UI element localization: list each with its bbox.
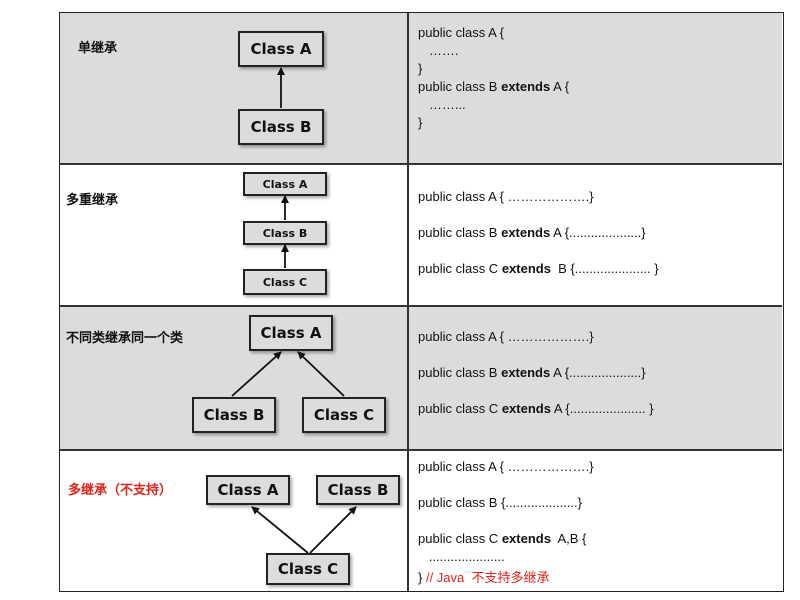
code-line: ……. bbox=[418, 43, 459, 58]
extends-keyword: extends bbox=[501, 225, 551, 240]
class-box: Class A bbox=[238, 31, 324, 67]
code-line: public class A { ……………….} bbox=[418, 459, 594, 474]
code-line: public class B {....................} bbox=[418, 495, 583, 510]
row-code-cell: public class A { ……………….} public class B… bbox=[408, 165, 782, 305]
class-box: Class B bbox=[243, 221, 327, 245]
row-divider bbox=[60, 305, 782, 307]
row-hierarchical-inheritance: 不同类继承同一个类 Class A Class B Class C public… bbox=[60, 307, 782, 449]
extends-keyword: extends bbox=[501, 261, 551, 276]
inheritance-table: 单继承 Class A Class B public class A { …….… bbox=[59, 12, 784, 592]
class-box: Class B bbox=[192, 397, 276, 433]
row-code-cell: public class A { ……………….} public class B… bbox=[408, 451, 782, 591]
row-diagram-cell: 单继承 Class A Class B bbox=[60, 13, 408, 163]
class-box: Class C bbox=[302, 397, 386, 433]
row-multilevel-inheritance: 多重继承 Class A Class B Class C public clas… bbox=[60, 165, 782, 305]
extends-keyword: extends bbox=[501, 365, 551, 380]
code-line: public class B extends A {..............… bbox=[418, 365, 646, 380]
code-line: public class A { bbox=[418, 25, 504, 40]
code-line: public class B extends A {..............… bbox=[418, 225, 646, 240]
code-line: ……... bbox=[418, 97, 466, 112]
code-line: public class C extends A {..............… bbox=[418, 401, 654, 416]
extends-keyword: extends bbox=[501, 531, 551, 546]
code-line: public class A { ……………….} bbox=[418, 329, 594, 344]
class-box: Class C bbox=[266, 553, 350, 585]
row-divider bbox=[60, 163, 782, 165]
class-box: Class A bbox=[249, 315, 333, 351]
class-box: Class A bbox=[206, 475, 290, 505]
java-comment: // Java 不支持多继承 bbox=[422, 570, 550, 585]
code-line: ..................... bbox=[418, 549, 505, 564]
class-box: Class B bbox=[238, 109, 324, 145]
class-box: Class A bbox=[243, 172, 327, 196]
row-diagram-cell: 多重继承 Class A Class B Class C bbox=[60, 165, 408, 305]
code-line: } bbox=[418, 115, 423, 130]
row-title-unsupported: 多继承（不支持） bbox=[68, 483, 173, 498]
row-code-cell: public class A { ……. } public class B ex… bbox=[408, 13, 782, 163]
code-line: } // Java 不支持多继承 bbox=[418, 570, 550, 585]
row-title: 不同类继承同一个类 bbox=[66, 331, 184, 346]
code-line: public class C extends B {..............… bbox=[418, 261, 659, 276]
code-line: } bbox=[418, 61, 423, 76]
row-title: 单继承 bbox=[78, 41, 118, 56]
row-multiple-inheritance: 多继承（不支持） Class A Class B Class C public … bbox=[60, 451, 782, 591]
extends-keyword: extends bbox=[501, 401, 551, 416]
row-code-cell: public class A { ……………….} public class B… bbox=[408, 307, 782, 449]
class-box: Class B bbox=[316, 475, 400, 505]
extends-keyword: extends bbox=[501, 79, 551, 94]
class-box: Class C bbox=[243, 269, 327, 295]
code-line: public class C extends A,B { bbox=[418, 531, 587, 546]
row-title: 多重继承 bbox=[66, 193, 119, 208]
column-divider bbox=[407, 13, 409, 591]
row-diagram-cell: 多继承（不支持） Class A Class B Class C bbox=[60, 451, 408, 591]
code-line: public class B extends A { bbox=[418, 79, 570, 94]
row-diagram-cell: 不同类继承同一个类 Class A Class B Class C bbox=[60, 307, 408, 449]
row-single-inheritance: 单继承 Class A Class B public class A { …….… bbox=[60, 13, 782, 163]
code-line: public class A { ……………….} bbox=[418, 189, 594, 204]
row-divider bbox=[60, 449, 782, 451]
